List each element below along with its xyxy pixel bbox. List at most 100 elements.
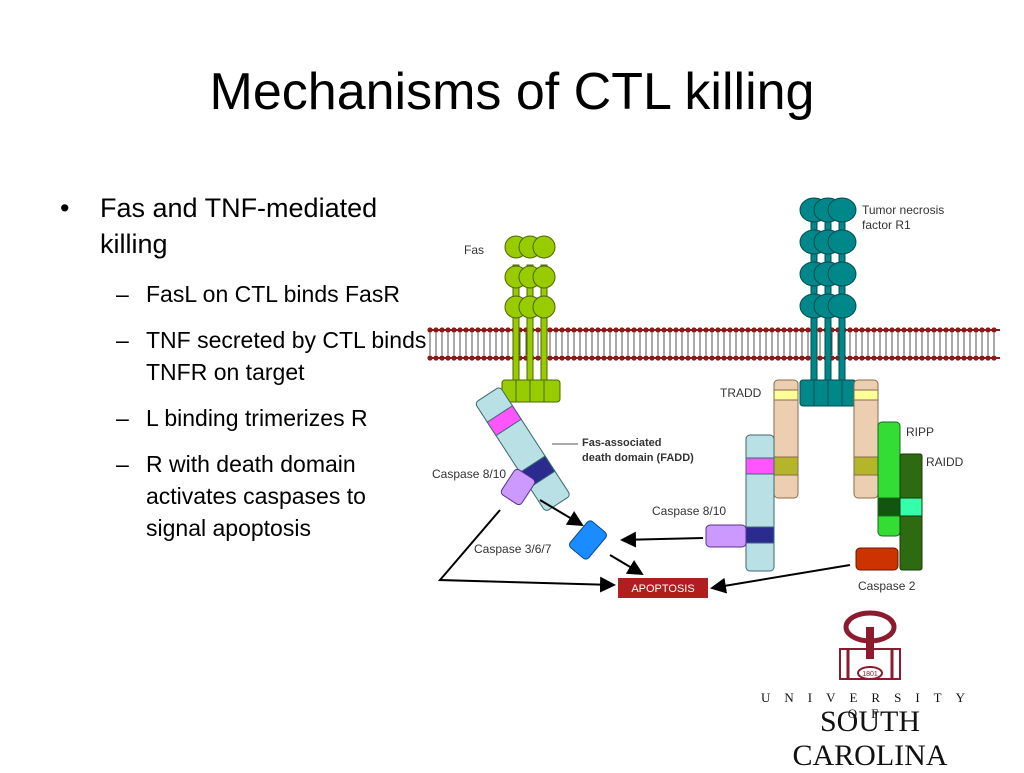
lipid-head: [613, 327, 619, 333]
lipid-head: [985, 327, 991, 333]
lipid-head: [427, 327, 433, 333]
lipid-head: [649, 327, 655, 333]
sub-bullet-text: TNF secreted by CTL binds TNFR on target: [146, 327, 427, 385]
lipid-head: [979, 355, 985, 361]
lipid-head: [463, 327, 469, 333]
lipid-head: [439, 327, 445, 333]
lipid-head: [655, 355, 661, 361]
lipid-head: [553, 355, 559, 361]
lipid-head: [733, 327, 739, 333]
lipid-head: [625, 327, 631, 333]
lipid-head: [757, 327, 763, 333]
lipid-head: [619, 327, 625, 333]
lipid-head: [907, 355, 913, 361]
lipid-head: [769, 355, 775, 361]
lipid-head: [691, 327, 697, 333]
lipid-head: [895, 327, 901, 333]
lipid-head: [481, 327, 487, 333]
lipid-head: [445, 327, 451, 333]
ripp-adaptor: [877, 421, 901, 537]
lipid-head: [487, 355, 493, 361]
lipid-head: [721, 327, 727, 333]
lipid-head: [673, 327, 679, 333]
caspase-2-label: Caspase 2: [858, 579, 916, 593]
lipid-head: [847, 327, 853, 333]
tradd-label: TRADD: [720, 386, 762, 400]
lipid-head: [499, 355, 505, 361]
sub-bullet-item: –R with death domain activates caspases …: [116, 451, 366, 541]
lipid-head: [877, 327, 883, 333]
lipid-head: [715, 327, 721, 333]
lipid-head: [535, 327, 541, 333]
lipid-head: [775, 355, 781, 361]
lipid-head: [949, 355, 955, 361]
apoptosis-pathway-diagram: Fas Tumor necrosis factor R1 TRADD: [427, 197, 1000, 598]
cell-membrane: [427, 327, 1000, 361]
lipid-head: [493, 355, 499, 361]
lipid-head: [757, 355, 763, 361]
lipid-head: [739, 327, 745, 333]
tnf-receptor-trimer: [799, 197, 857, 407]
lipid-head: [727, 355, 733, 361]
lipid-head: [703, 355, 709, 361]
lipid-head: [439, 355, 445, 361]
tnfr-label-line1: Tumor necrosis: [862, 203, 944, 217]
lipid-head: [469, 327, 475, 333]
lipid-head: [787, 355, 793, 361]
lipid-head: [931, 355, 937, 361]
lipid-head: [559, 327, 565, 333]
lipid-head: [595, 355, 601, 361]
raidd-adaptor: [899, 453, 923, 571]
caspase-2: [855, 547, 899, 571]
lipid-head: [667, 355, 673, 361]
sub-bullet-item: –TNF secreted by CTL binds TNFR on targe…: [116, 327, 427, 385]
lipid-head: [913, 355, 919, 361]
lipid-head: [643, 355, 649, 361]
tradd-adaptor: [773, 379, 879, 499]
lipid-head: [433, 327, 439, 333]
lipid-head: [745, 355, 751, 361]
tnfr-label-line2: factor R1: [862, 218, 911, 232]
lipid-head: [493, 327, 499, 333]
lipid-head: [919, 355, 925, 361]
lipid-head: [661, 327, 667, 333]
lipid-head: [745, 327, 751, 333]
lipid-head: [907, 327, 913, 333]
lipid-head: [469, 355, 475, 361]
lipid-head: [703, 327, 709, 333]
lipid-head: [427, 355, 433, 361]
lipid-head: [733, 355, 739, 361]
lipid-head: [661, 355, 667, 361]
lipid-head: [619, 355, 625, 361]
lipid-head: [655, 327, 661, 333]
lipid-head: [901, 355, 907, 361]
lipid-head: [955, 327, 961, 333]
lipid-head: [817, 355, 823, 361]
seal-year: 1801: [862, 671, 878, 678]
lipid-head: [967, 355, 973, 361]
lipid-head: [805, 327, 811, 333]
lipid-head: [925, 355, 931, 361]
lipid-head: [499, 327, 505, 333]
lipid-head: [577, 355, 583, 361]
caspase-8-10-right-label: Caspase 8/10: [652, 504, 726, 518]
pathway-arrows: [437, 499, 851, 594]
lipid-head: [601, 327, 607, 333]
lipid-head: [799, 327, 805, 333]
lipid-head: [697, 327, 703, 333]
lipid-head: [601, 355, 607, 361]
lipid-head: [643, 327, 649, 333]
lipid-head: [451, 355, 457, 361]
caspase-3-6-7: [569, 520, 607, 560]
sub-bullet-text: R with death domain activates caspases t…: [146, 451, 366, 541]
lipid-head: [673, 355, 679, 361]
lipid-head: [457, 355, 463, 361]
lipid-head: [751, 327, 757, 333]
lipid-head: [925, 327, 931, 333]
lipid-head: [481, 355, 487, 361]
fadd-label-line1: Fas-associated: [582, 437, 661, 449]
lipid-head: [739, 355, 745, 361]
lipid-head: [853, 327, 859, 333]
lipid-head: [871, 327, 877, 333]
lipid-head: [679, 327, 685, 333]
